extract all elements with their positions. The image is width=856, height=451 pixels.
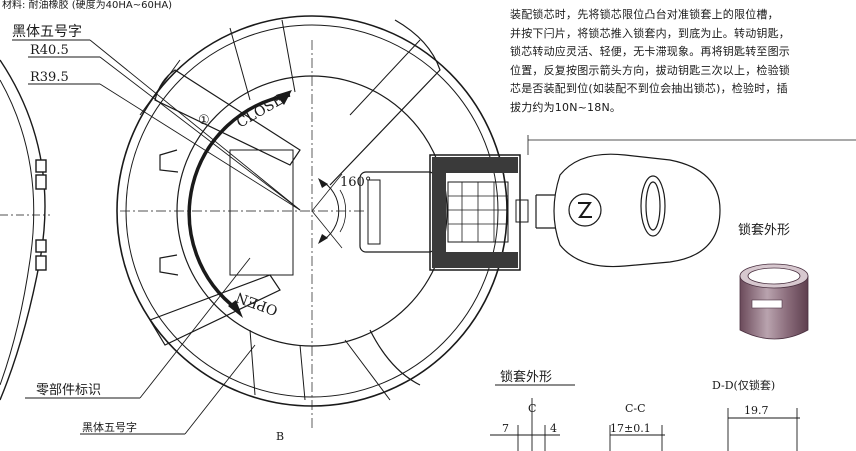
lock-cylinder-section [359, 154, 529, 271]
section-dd-label: D-D(仅锁套) [712, 378, 775, 392]
part-id-label: 零部件标识 [36, 383, 101, 398]
lock-sleeve-3d [739, 263, 809, 340]
assembly-note: 装配锁芯时，先将锁芯限位凸台对准锁套上的限位槽， 并按下闩片，将锁芯推入锁套内，… [510, 8, 790, 114]
sleeve-shape-right-label: 锁套外形 [738, 222, 790, 238]
section-c-label: C [528, 402, 536, 415]
section-cc-label: C-C [625, 402, 646, 415]
material-note: 材料: 耐油橡胶 (硬度为40HA~60HA) [2, 0, 173, 11]
dim-7-label: 7 [502, 422, 509, 435]
dim-4-label: 4 [550, 422, 557, 435]
section-b-label: B [276, 430, 284, 443]
angle-label: 160° [340, 175, 371, 190]
circle-number-label: ① [198, 113, 210, 128]
dim-19-7-label: 19.7 [744, 404, 769, 417]
section-views [490, 384, 800, 451]
left-partial-disc [0, 59, 50, 401]
main-cap-disc [116, 15, 508, 430]
radius-leaders [12, 39, 301, 435]
r-inner-label: R39.5 [30, 70, 69, 85]
r-outer-label: R40.5 [30, 43, 69, 58]
font-spec-top-label: 黑体五号字 [12, 24, 82, 40]
sleeve-shape-bottom-label: 锁套外形 [500, 369, 552, 385]
font-spec-bottom-label: 黑体五号字 [82, 420, 137, 434]
close-label: CLOSE [234, 92, 286, 132]
dim-17-label: 17±0.1 [610, 422, 651, 435]
key-drawing [527, 135, 856, 268]
